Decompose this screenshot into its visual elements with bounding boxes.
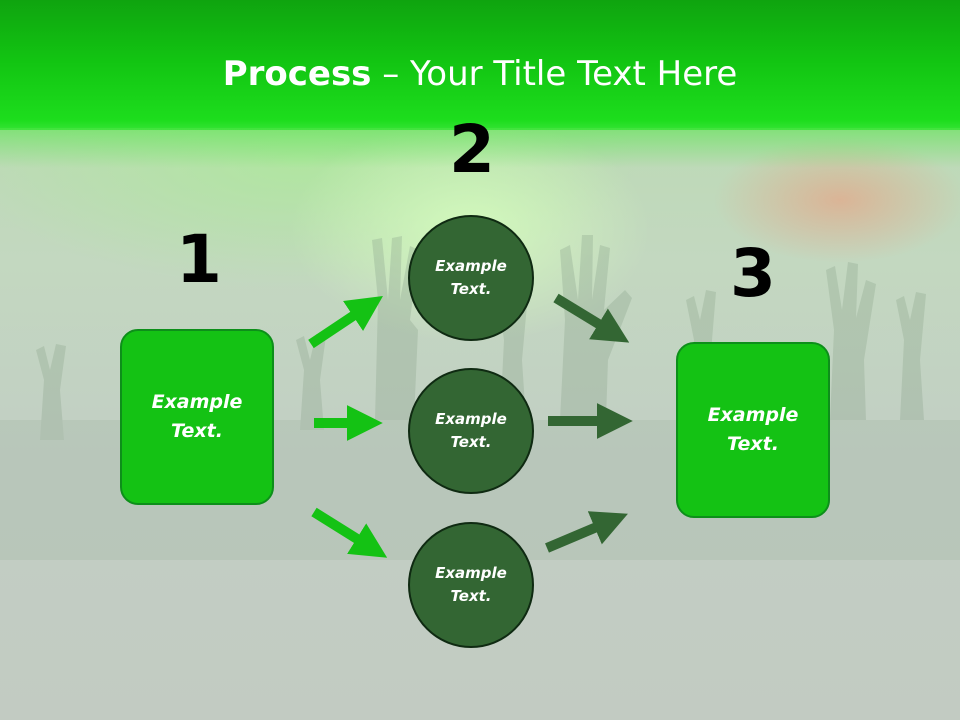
slide-title: Process – Your Title Text Here [0, 52, 960, 96]
step-number-3: 3 [730, 235, 776, 312]
slide-title-bold: Process [222, 54, 372, 94]
step-3-label-line1: Example [707, 404, 799, 426]
slide-title-rest: – Your Title Text Here [371, 54, 738, 94]
circle-bottom-label-line1: Example [435, 564, 507, 582]
circle-middle-label-line1: Example [435, 410, 507, 428]
step-number-1: 1 [176, 221, 222, 298]
arrow-top-to-3 [553, 293, 630, 343]
arrow-bottom-to-3 [545, 511, 628, 553]
step-1-label-line2: Text. [171, 420, 223, 442]
arrow-1-to-bottom [311, 507, 388, 558]
arrow-1-to-top [308, 296, 383, 349]
step-3-label-line2: Text. [727, 433, 779, 455]
circle-top-label-line1: Example [435, 257, 507, 275]
title-banner [0, 0, 960, 130]
circle-bottom-label-line2: Text. [450, 587, 492, 605]
step-number-2: 2 [449, 111, 495, 188]
step-1-label-line1: Example [151, 391, 243, 413]
title-banner-glow [0, 128, 960, 168]
circle-middle-label-line2: Text. [450, 433, 492, 451]
circle-top-label-line2: Text. [450, 280, 492, 298]
